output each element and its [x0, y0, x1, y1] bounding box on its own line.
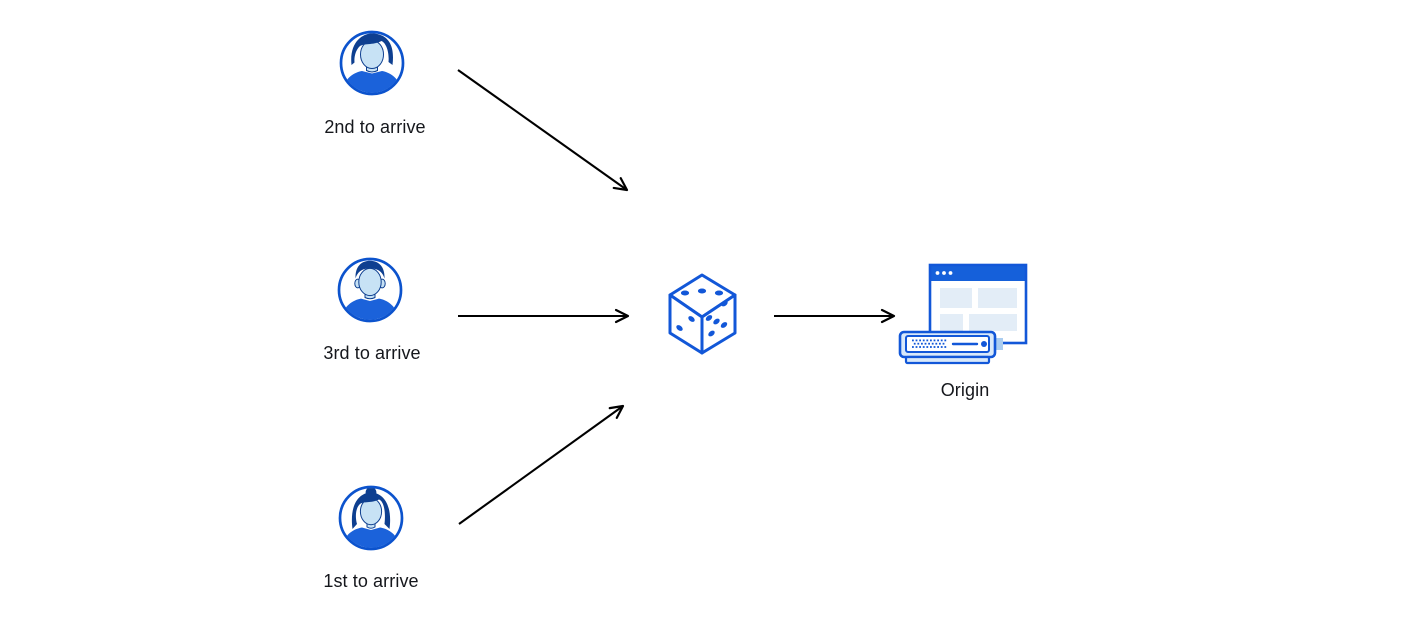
avatar-female-bun-icon	[338, 485, 404, 551]
dice-node	[667, 271, 739, 355]
avatar-male-flattop-icon	[337, 257, 403, 323]
arrow-user2nd-to-dice	[457, 69, 629, 192]
origin-server-icon	[898, 263, 1028, 365]
user-node-2nd	[338, 29, 406, 97]
origin-label: Origin	[940, 380, 990, 400]
user-node-3rd	[336, 256, 404, 324]
user-label-1st: 1st to arrive	[323, 571, 419, 591]
browser-window-icon	[928, 263, 1028, 345]
avatar-male-swept-icon	[339, 30, 405, 96]
server-vent-dots	[912, 339, 947, 348]
server-box-icon	[898, 330, 1003, 365]
user-label-3rd: 3rd to arrive	[323, 343, 421, 363]
arrow-user1st-to-dice	[458, 404, 625, 525]
origin-node	[895, 262, 1030, 367]
dice-icon	[668, 273, 737, 355]
user-label-2nd: 2nd to arrive	[324, 117, 426, 137]
user-node-1st	[337, 484, 405, 552]
